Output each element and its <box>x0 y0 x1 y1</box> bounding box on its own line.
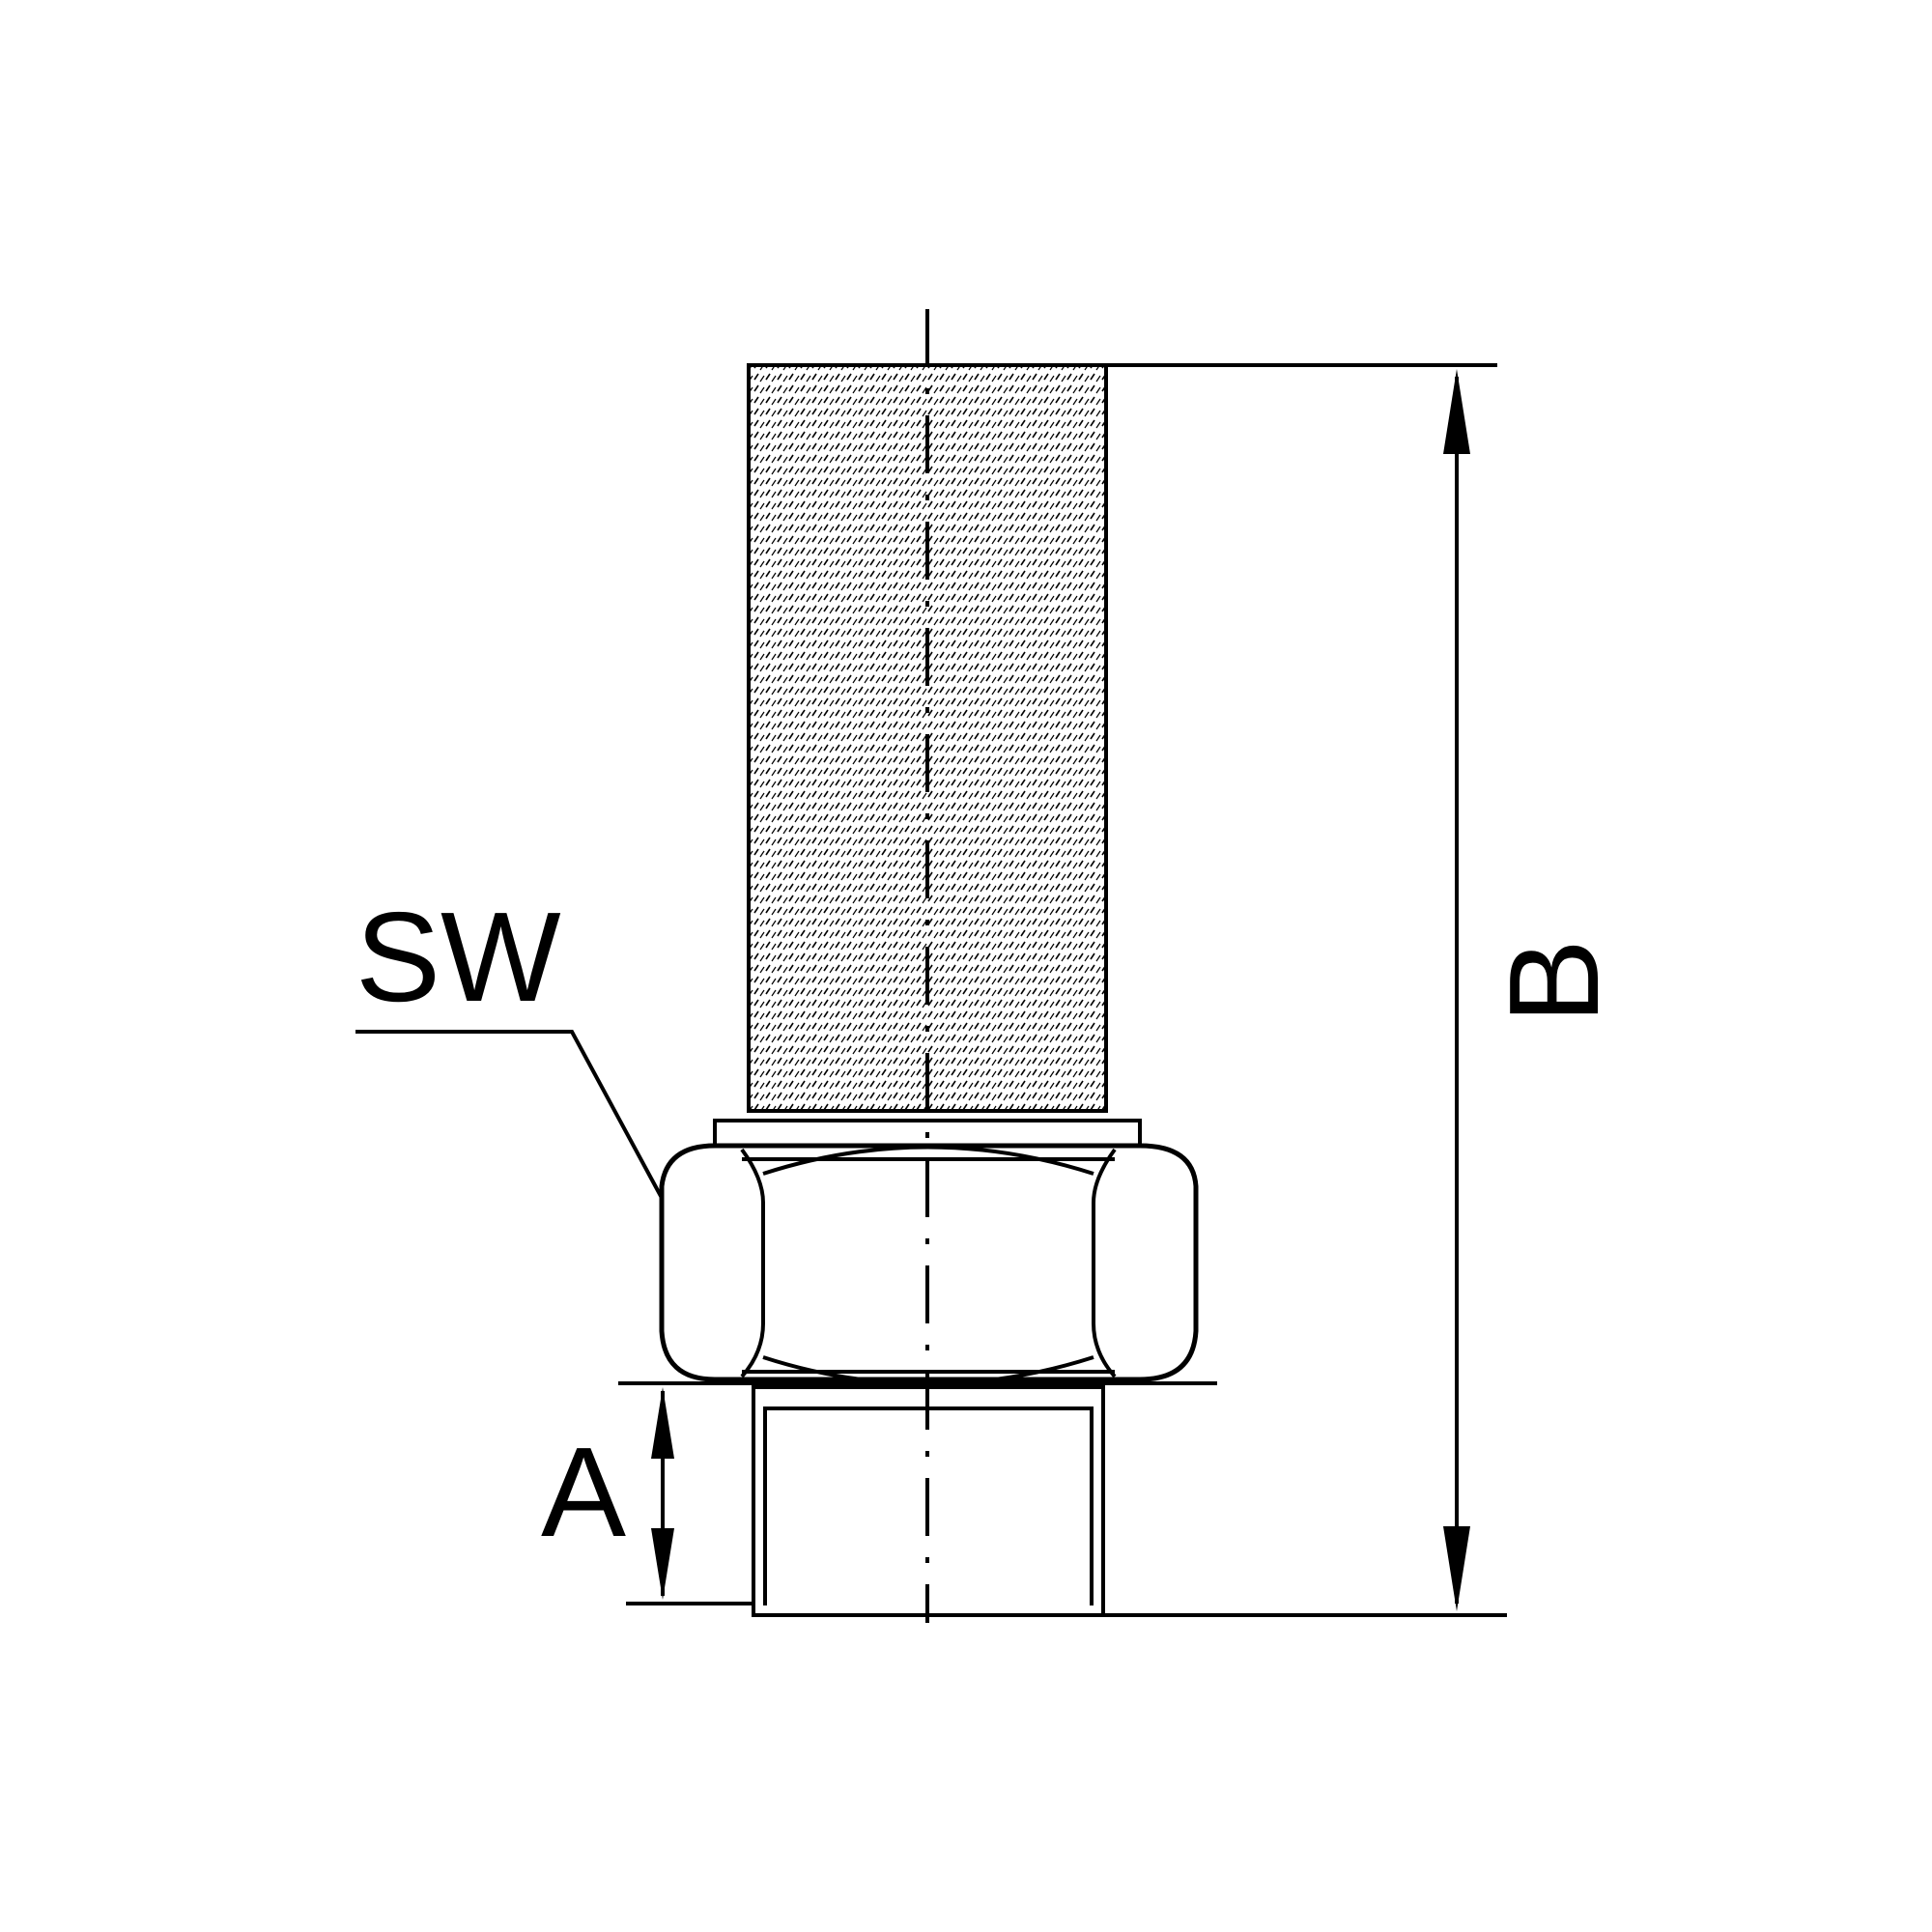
label-a: A <box>541 1421 626 1563</box>
dimension-a <box>651 1387 674 1600</box>
dimension-b <box>1443 369 1470 1611</box>
sw-leader-line <box>355 1030 664 1199</box>
label-b: B <box>1483 939 1625 1024</box>
extension-lines <box>618 363 1507 1617</box>
label-sw: SW <box>355 886 561 1028</box>
